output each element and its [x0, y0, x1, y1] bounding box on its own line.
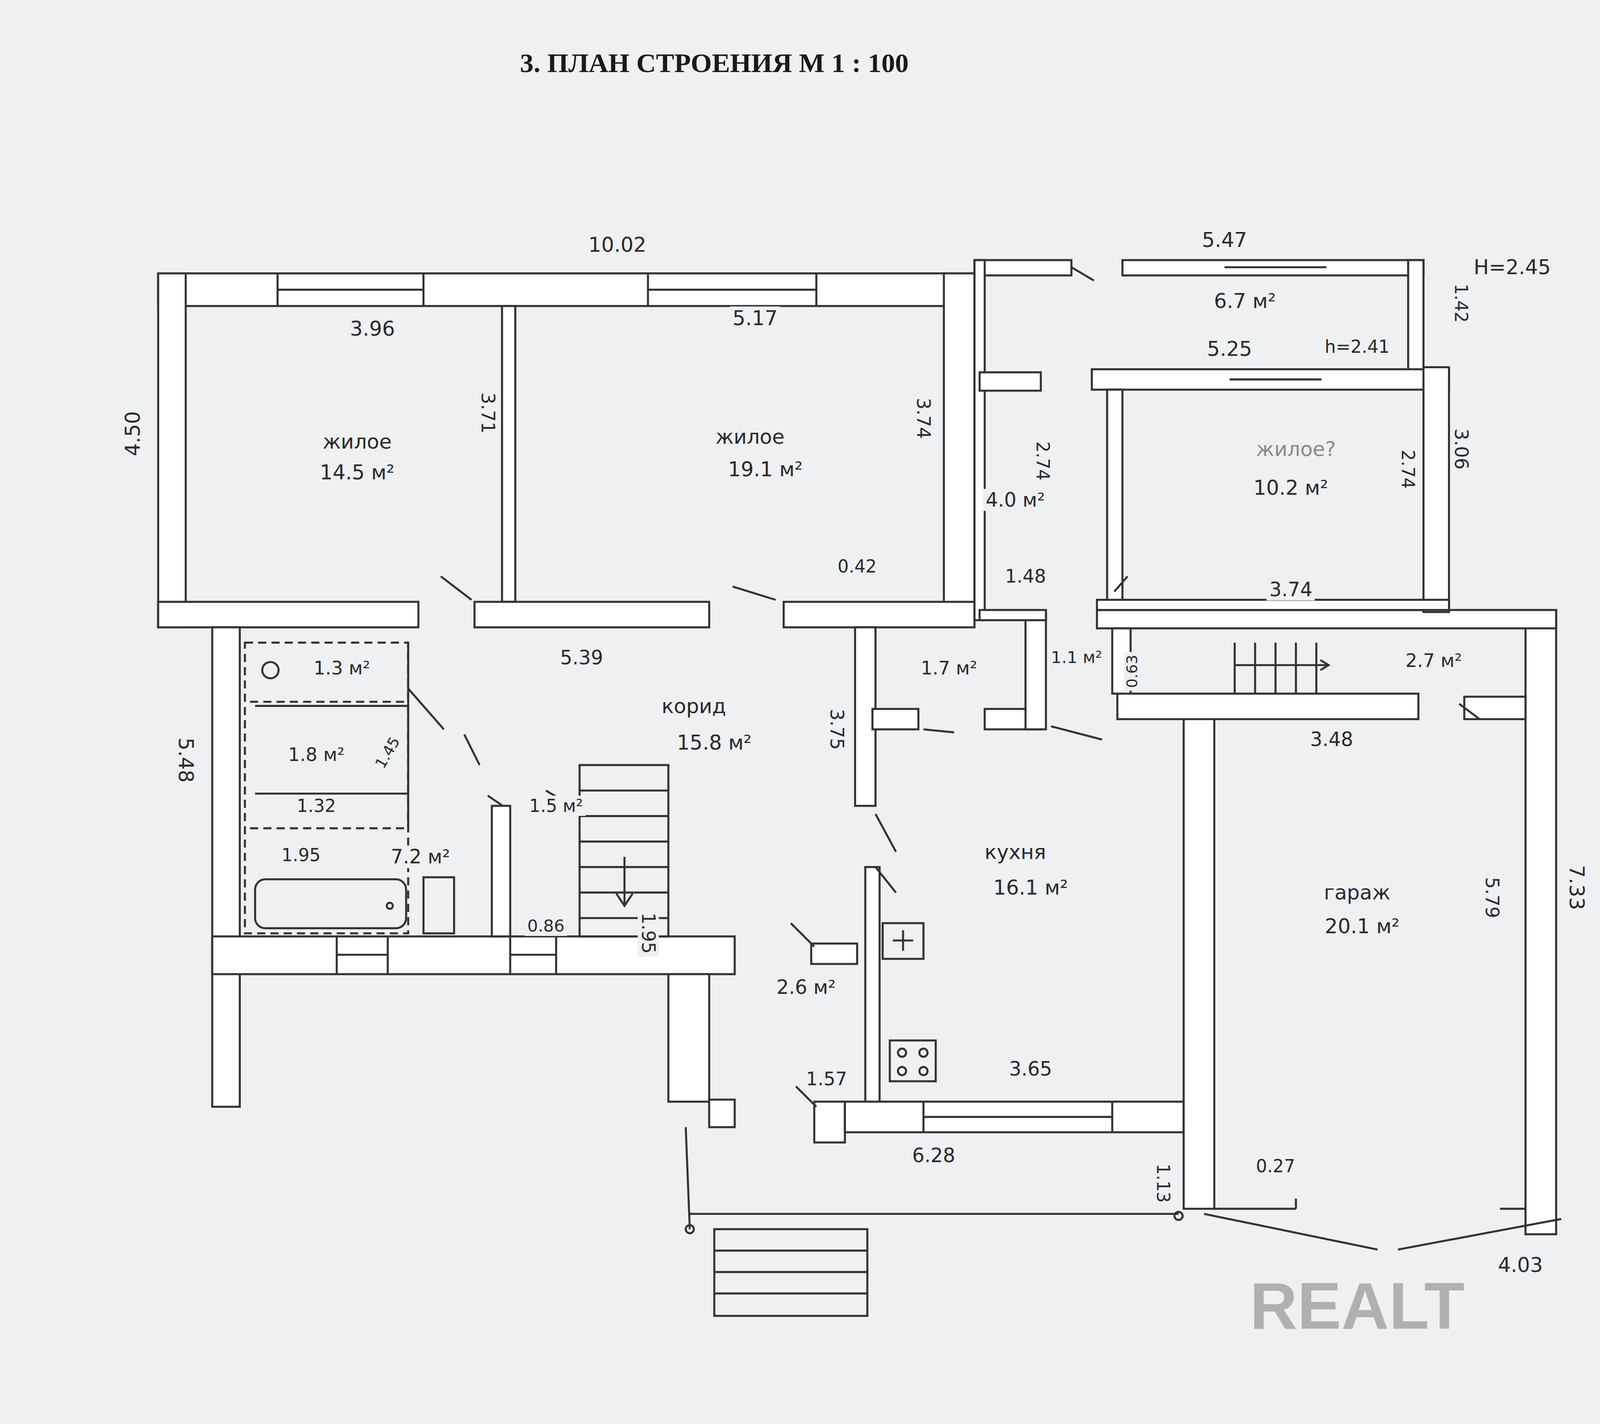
room-name: жилое? [1253, 437, 1339, 461]
dimension-label: 5.17 [729, 306, 781, 331]
area-label: 4.0 м² [983, 488, 1048, 512]
dimension-label: 4.50 [120, 408, 145, 459]
dimension-label: 0.42 [834, 556, 880, 577]
dimension-label: 1.32 [293, 795, 339, 817]
dimension-label: 1.42 [1451, 280, 1472, 326]
dimension-label: 3.75 [826, 706, 848, 753]
dimension-label: 0.63 [1124, 652, 1142, 691]
area-label: 6.7 м² [1211, 289, 1279, 313]
area-label: 10.2 м² [1250, 475, 1331, 500]
dimension-label: 6.28 [909, 1144, 958, 1168]
watermark: REALT [1247, 1267, 1468, 1344]
area-label: 2.6 м² [773, 976, 839, 999]
dimension-label: 3.74 [912, 395, 934, 442]
dimension-label: 3.65 [1006, 1058, 1055, 1081]
dimension-label: 3.48 [1307, 728, 1356, 752]
dimension-label: 3.96 [347, 316, 398, 341]
area-label: 14.5 м² [317, 460, 398, 484]
area-label: 20.1 м² [1322, 914, 1403, 939]
room-name: корид [659, 694, 730, 718]
room-name: жилое [319, 430, 395, 454]
area-label: 15.8 м² [674, 731, 755, 755]
dimension-label: 10.02 [585, 233, 650, 257]
room-name: жилое [712, 424, 788, 449]
dimension-label: 3.71 [477, 389, 499, 437]
plan-title: 3. ПЛАН СТРОЕНИЯ М 1 : 100 [519, 47, 909, 79]
dimension-label: 2.74 [1032, 439, 1053, 484]
dimension-label: 1.48 [1002, 565, 1049, 588]
dimension-label: 1.95 [637, 910, 659, 958]
dimension-label: 0.27 [1253, 1156, 1298, 1177]
dimension-label: 3.74 [1266, 578, 1315, 602]
dimension-label: 1.57 [803, 1068, 850, 1090]
dimension-label: 5.48 [174, 734, 198, 785]
height-label: Н=2.45 [1471, 255, 1554, 280]
dimension-label: 1.13 [1153, 1161, 1174, 1206]
area-label: 1.8 м² [285, 744, 348, 766]
room-name: кухня [981, 840, 1049, 864]
room-name: гараж [1321, 881, 1394, 905]
area-label: 7.2 м² [388, 845, 453, 869]
dimension-label: 3.06 [1450, 425, 1472, 473]
dimension-label: 5.25 [1204, 337, 1255, 361]
area-label: 19.1 м² [725, 457, 806, 481]
dimension-label: 7.33 [1564, 862, 1589, 913]
area-label: 16.1 м² [990, 875, 1071, 900]
area-label: 1.7 м² [917, 657, 980, 679]
dimension-label: 0.86 [524, 916, 568, 937]
dimension-label: 2.74 [1397, 446, 1419, 492]
area-label: 1.3 м² [311, 657, 374, 679]
dimension-label: 4.03 [1495, 1253, 1546, 1277]
dimension-label: 1.45 [370, 732, 406, 775]
area-label: 1.5 м² [526, 795, 586, 817]
height-label: h=2.41 [1321, 336, 1393, 357]
area-label: 2.7 м² [1402, 650, 1465, 672]
dimension-label: 5.39 [557, 646, 606, 670]
area-label: 1.1 м² [1048, 648, 1105, 668]
dimension-label: 5.47 [1199, 228, 1250, 252]
dimension-label: 5.79 [1481, 874, 1503, 922]
dimension-label: 1.95 [278, 845, 323, 866]
